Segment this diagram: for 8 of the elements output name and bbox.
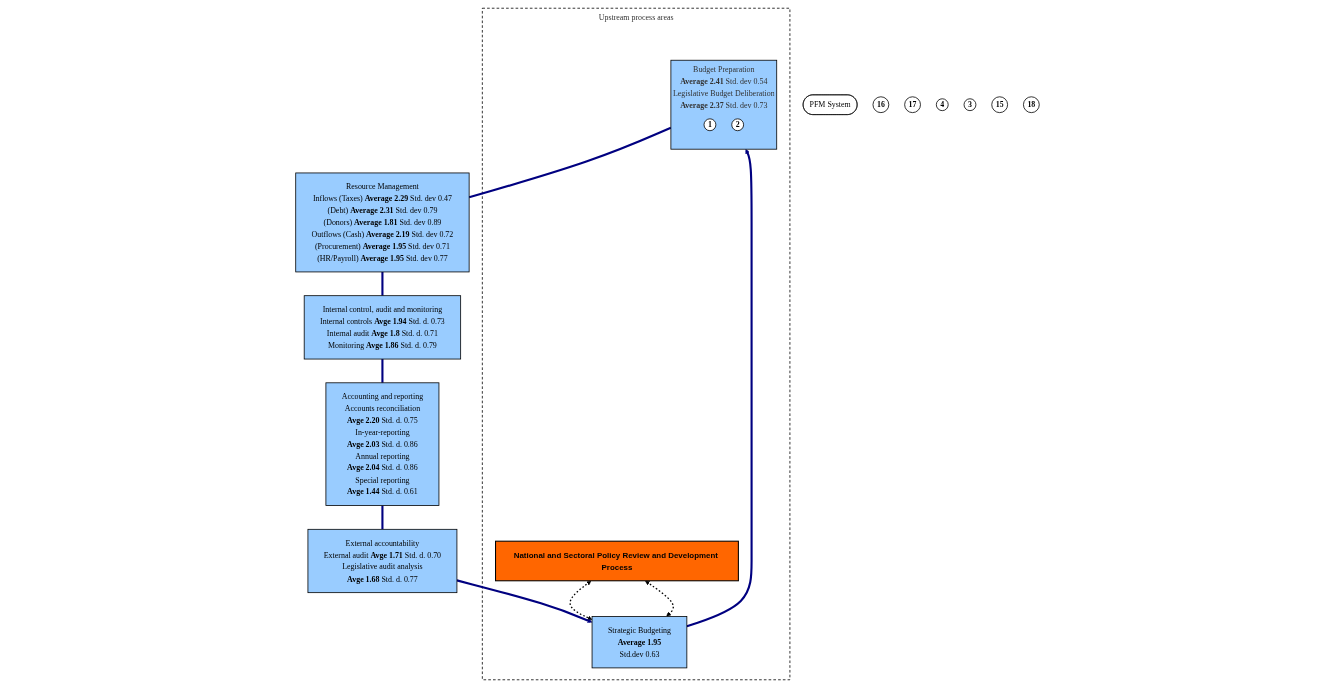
arrow bbox=[569, 580, 593, 620]
arrow bbox=[645, 580, 674, 617]
arrow bbox=[686, 149, 753, 628]
connector bbox=[468, 126, 672, 199]
connector bbox=[381, 359, 384, 383]
connector bbox=[381, 271, 384, 296]
connector bbox=[381, 505, 384, 530]
arrow bbox=[456, 579, 593, 623]
